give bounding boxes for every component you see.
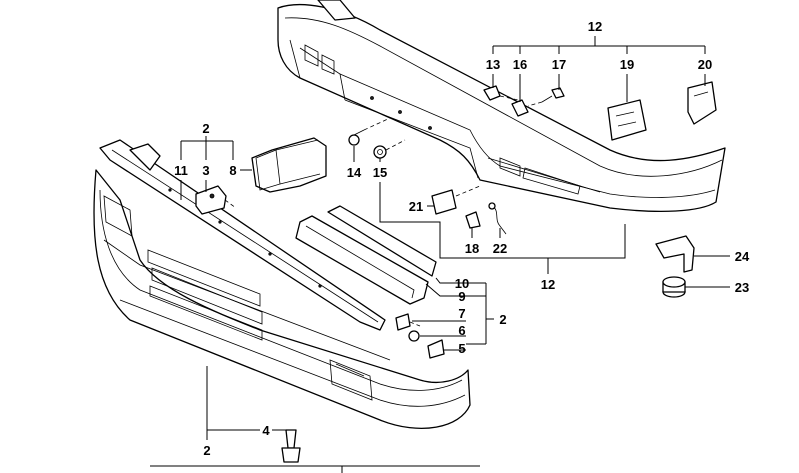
callout-labels: 12 13 16 17 19 20 2 11 3 8 14 15 21 18 2… — [174, 19, 750, 458]
bracket-part-24 — [655, 235, 695, 273]
callout-11: 11 — [174, 163, 188, 178]
cap-part-21 — [431, 189, 457, 215]
screw-part-14 — [348, 129, 365, 146]
plug-part-7 — [395, 313, 411, 331]
callout-15: 15 — [373, 165, 387, 180]
callout-17: 17 — [552, 57, 566, 72]
callout-14: 14 — [347, 165, 362, 180]
callout-18: 18 — [465, 241, 479, 256]
grille-frame-part-10 — [295, 215, 429, 305]
clip-part-16 — [511, 99, 529, 117]
rivet-part-4 — [281, 429, 301, 463]
callout-21: 21 — [409, 199, 423, 214]
bracket-part-19 — [607, 99, 647, 141]
holder-part-22 — [488, 202, 507, 235]
clip-part-5 — [427, 339, 445, 359]
callout-2-right: 2 — [499, 312, 506, 327]
callout-8: 8 — [229, 163, 236, 178]
moulding-strip-part-11 — [99, 139, 386, 331]
callout-23: 23 — [735, 280, 749, 295]
callout-12-top: 12 — [588, 19, 602, 34]
callout-3: 3 — [202, 163, 209, 178]
screw-part-17 — [541, 87, 565, 103]
leader-lines — [150, 36, 730, 473]
callout-7: 7 — [458, 306, 465, 321]
nut-part-15 — [373, 145, 387, 159]
callout-16: 16 — [513, 57, 527, 72]
callout-2-top: 2 — [202, 121, 209, 136]
callout-24: 24 — [735, 249, 750, 264]
callout-22: 22 — [493, 241, 507, 256]
callout-13: 13 — [486, 57, 500, 72]
clip-part-18 — [465, 211, 481, 229]
callout-2-bottom: 2 — [203, 443, 210, 458]
callout-10: 10 — [455, 276, 469, 291]
front-bumper-part-2 — [93, 169, 471, 430]
nut-part-6 — [408, 330, 420, 342]
upper-bumper-part-12 — [277, 0, 726, 213]
buffer-part-23 — [662, 276, 686, 298]
bracket-part-20 — [687, 81, 717, 125]
assembly-lines — [224, 95, 543, 327]
callout-12-bottom: 12 — [541, 277, 555, 292]
callout-4: 4 — [262, 423, 270, 438]
callout-9: 9 — [458, 289, 465, 304]
bracket-part-3 — [195, 185, 227, 215]
callout-19: 19 — [620, 57, 634, 72]
air-duct-part-8 — [251, 137, 327, 193]
callout-20: 20 — [698, 57, 712, 72]
callout-5: 5 — [458, 341, 465, 356]
grille-insert-part-9 — [327, 205, 437, 277]
callout-6: 6 — [458, 323, 465, 338]
